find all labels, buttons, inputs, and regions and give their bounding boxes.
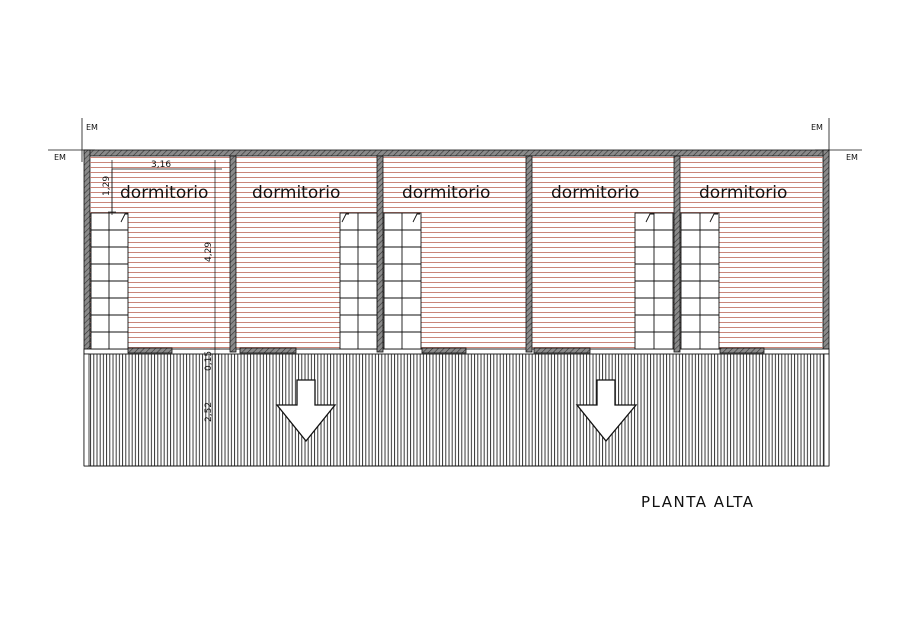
- facade-openings: [127, 347, 765, 354]
- staircase-1: [90, 212, 129, 350]
- room-labels: dormitorio dormitorio dormitorio dormito…: [120, 183, 787, 203]
- axis-marker-left: EM: [54, 153, 66, 162]
- drawing-title: PLANTA ALTA: [641, 493, 755, 511]
- axis-marker-top-right: EM: [811, 123, 823, 132]
- staircases: [90, 212, 720, 350]
- staircase-5: [680, 212, 720, 350]
- staircase-4: [634, 212, 674, 350]
- dimension-balcony-depth: 2,52: [204, 402, 214, 422]
- axis-marker-top-left: EM: [86, 123, 98, 132]
- dimension-top-depth: 1,29: [102, 176, 112, 196]
- dimension-lines: [108, 160, 222, 466]
- slope-arrow-down-icon: [575, 379, 638, 443]
- room-label-5: dormitorio: [699, 183, 787, 203]
- balcony-area: [83, 353, 830, 467]
- slope-arrow-down-icon: [275, 379, 337, 443]
- dimension-room-width: 3,16: [151, 160, 171, 170]
- room-label-1: dormitorio: [120, 183, 208, 203]
- room-label-4: dormitorio: [551, 183, 639, 203]
- slope-arrows: [275, 379, 638, 443]
- axis-marker-right: EM: [846, 153, 858, 162]
- party-walls: [229, 155, 681, 353]
- dimension-room-depth: 4,29: [204, 242, 214, 262]
- staircase-2: [339, 212, 378, 350]
- staircase-3: [383, 212, 422, 350]
- dimension-slab: 0,15: [204, 351, 214, 371]
- room-label-2: dormitorio: [252, 183, 340, 203]
- room-label-3: dormitorio: [402, 183, 490, 203]
